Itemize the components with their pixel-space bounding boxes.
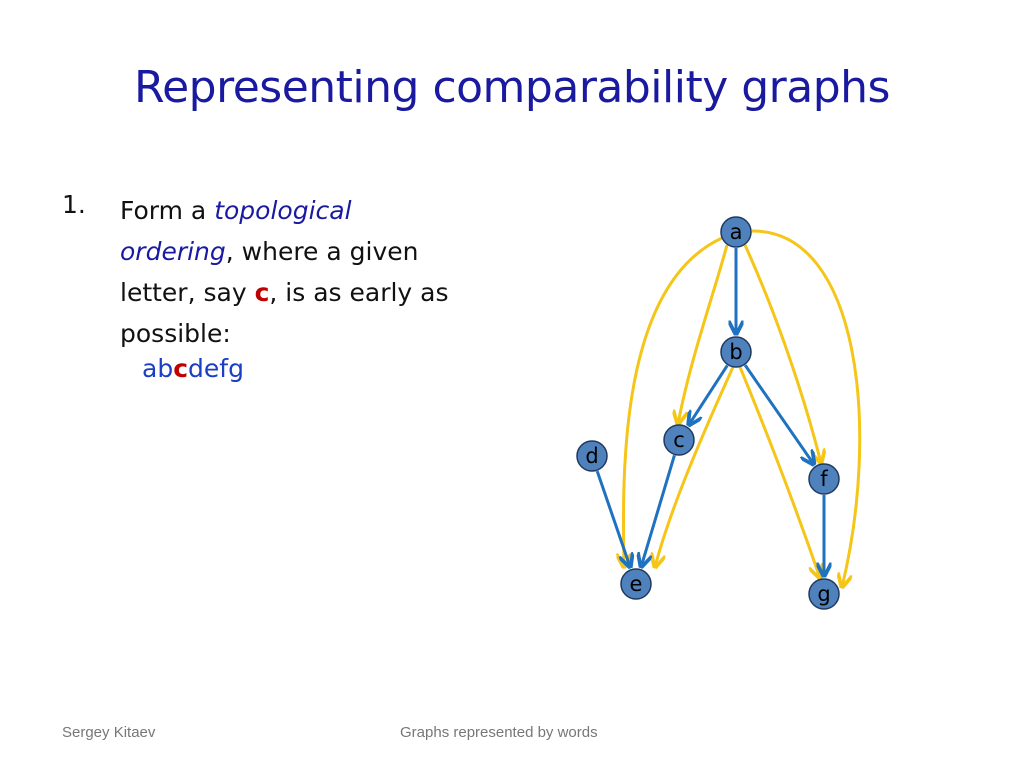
ordering-suffix: defg (188, 354, 244, 383)
footer-title: Graphs represented by words (400, 724, 598, 741)
ordering-c: c (173, 354, 189, 383)
node-label-a: a (730, 220, 743, 244)
yellow-edge-a-f (743, 244, 821, 463)
node-label-b: b (729, 340, 742, 364)
yellow-edge-b-e (655, 366, 735, 567)
yellow-edge-a-c (678, 244, 729, 424)
node-c: c (663, 424, 695, 456)
term-ordering: ordering (120, 237, 226, 266)
node-circle-a (720, 216, 752, 248)
node-d: d (576, 440, 608, 472)
node-a: a (720, 216, 752, 248)
text-early: , is as early as possible: (120, 278, 449, 348)
node-b: b (720, 336, 752, 368)
slide-title: Representing comparability graphs (134, 62, 890, 113)
term-topological: topological (214, 196, 352, 225)
ordering-prefix: ab (142, 354, 174, 383)
list-number: 1. (62, 190, 86, 219)
node-f: f (808, 463, 840, 495)
list-item-text: Form a topological ordering, where a give… (120, 190, 490, 354)
node-circle-d (576, 440, 608, 472)
node-label-e: e (630, 572, 643, 596)
ordering-word: abcdefg (142, 354, 244, 383)
yellow-edge-b-g (738, 366, 820, 578)
blue-edge-b-c (689, 364, 729, 424)
node-label-c: c (673, 428, 685, 452)
yellow-edge-a-e (623, 236, 723, 567)
footer-author: Sergey Kitaev (62, 724, 156, 741)
yellow-edge-a-g (751, 229, 862, 587)
blue-edge-c-e (641, 454, 676, 566)
node-circle-g (808, 578, 840, 610)
node-e: e (620, 568, 652, 600)
node-label-d: d (585, 444, 598, 468)
blue-edge-d-e (595, 470, 630, 567)
node-g: g (808, 578, 840, 610)
blue-edge-b-f (743, 364, 814, 464)
node-circle-c (663, 424, 695, 456)
node-label-g: g (817, 582, 830, 606)
node-circle-f (808, 463, 840, 495)
letter-c: c (254, 278, 270, 307)
text-form-a: Form a (120, 196, 215, 225)
node-label-f: f (820, 467, 828, 491)
node-circle-b (720, 336, 752, 368)
node-circle-e (620, 568, 652, 600)
text-where: , where a given letter, say (120, 237, 419, 307)
